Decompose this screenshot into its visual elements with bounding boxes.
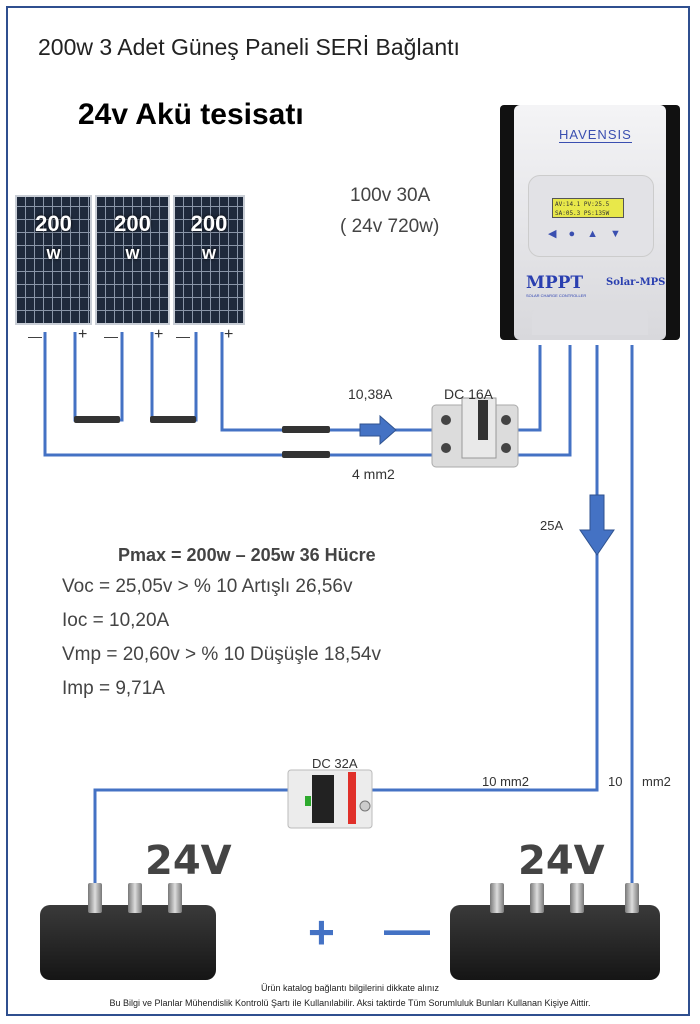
label-current-pv: 10,38A xyxy=(348,386,393,402)
solar-panel-3: 200 w xyxy=(173,195,245,325)
panel-wattage: 200 xyxy=(114,211,151,236)
controller-rating: 100v 30A xyxy=(350,185,431,206)
breaker-dc16a xyxy=(431,397,519,468)
label-cable-battery-1: 10 mm2 xyxy=(482,774,529,789)
plus-sign: + xyxy=(308,906,335,958)
solar-panel-2: 200 w xyxy=(95,195,170,325)
label-current-battery: 25A xyxy=(540,518,564,533)
mc4-connectors xyxy=(74,416,330,458)
footer-line-2: Bu Bilgi ve Planlar Mühendislik Kontrolü… xyxy=(109,998,591,1008)
controller-model-sub: SOLAR CHARGE CONTROLLER xyxy=(526,293,587,298)
solar-panel-1: 200 w xyxy=(15,195,92,325)
wire-pv-positive xyxy=(220,332,432,432)
panel-unit: w xyxy=(125,243,140,263)
battery-2-voltage: 24V xyxy=(518,838,605,884)
spec-vmp: Vmp = 20,60v > % 10 Düşüşle 18,54v xyxy=(62,644,381,665)
controller-lcd: AV:14.1 PV:25.5 SA:05.3 PS:135W xyxy=(552,198,624,218)
diagram-title: 200w 3 Adet Güneş Paneli SERİ Bağlantı xyxy=(38,34,460,60)
battery-bus-bar-2 xyxy=(450,883,660,980)
footer-line-1: Ürün katalog bağlantı bilgilerini dikkat… xyxy=(260,983,440,993)
panel1-minus: — xyxy=(28,328,42,344)
frame-border xyxy=(6,6,690,1016)
label-cable-pv: 4 mm2 xyxy=(352,466,395,482)
controller-rating-sub: ( 24v 720w) xyxy=(340,216,440,237)
wire-battery-pos xyxy=(93,345,599,905)
minus-sign: — xyxy=(384,903,430,955)
wire-breaker-out-pos xyxy=(518,345,542,432)
panel2-plus: + xyxy=(154,326,164,343)
battery-bus-bar-1 xyxy=(40,883,216,980)
wire-panel1-2 xyxy=(73,332,124,422)
panel1-plus: + xyxy=(78,326,88,343)
panel-unit: w xyxy=(46,243,61,263)
spec-ioc: Ioc = 10,20A xyxy=(62,610,170,631)
breaker-dc32a xyxy=(287,769,373,829)
wire-breaker-out-neg xyxy=(518,345,572,457)
controller-brand: HAVENSIS xyxy=(559,127,632,143)
panel3-plus: + xyxy=(224,326,234,343)
controller-buttons[interactable]: ◀●▲▼ xyxy=(548,228,633,240)
wire-panel2-3 xyxy=(150,332,198,422)
arrow-current-pv xyxy=(359,414,397,446)
panel-wattage: 200 xyxy=(35,211,72,236)
controller-series: Solar-MPS xyxy=(606,277,666,288)
spec-imp: Imp = 9,71A xyxy=(62,678,165,699)
battery-1-voltage: 24V xyxy=(145,838,232,884)
controller-model: MPPT xyxy=(526,273,584,293)
label-breaker-battery: DC 32A xyxy=(312,756,358,771)
mppt-charge-controller: HAVENSIS AV:14.1 PV:25.5 SA:05.3 PS:135W… xyxy=(500,105,680,340)
panel-wattage: 200 xyxy=(190,211,228,236)
arrow-current-battery xyxy=(579,494,615,556)
panel3-minus: — xyxy=(176,328,190,344)
diagram-subtitle: 24v Akü tesisatı xyxy=(78,98,304,131)
controller-terminals xyxy=(532,305,648,335)
lcd-line-2: SA:05.3 PS:135W xyxy=(555,210,610,217)
label-cable-battery-2b: mm2 xyxy=(642,774,671,789)
label-cable-battery-2a: 10 xyxy=(608,774,623,789)
panel2-minus: — xyxy=(104,328,118,344)
label-breaker-pv: DC 16A xyxy=(444,386,494,402)
panel-unit: w xyxy=(201,243,216,263)
spec-pmax: Pmax = 200w – 205w 36 Hücre xyxy=(118,545,376,565)
spec-voc: Voc = 25,05v > % 10 Artışlı 26,56v xyxy=(62,576,353,597)
lcd-line-1: AV:14.1 PV:25.5 xyxy=(555,201,610,208)
